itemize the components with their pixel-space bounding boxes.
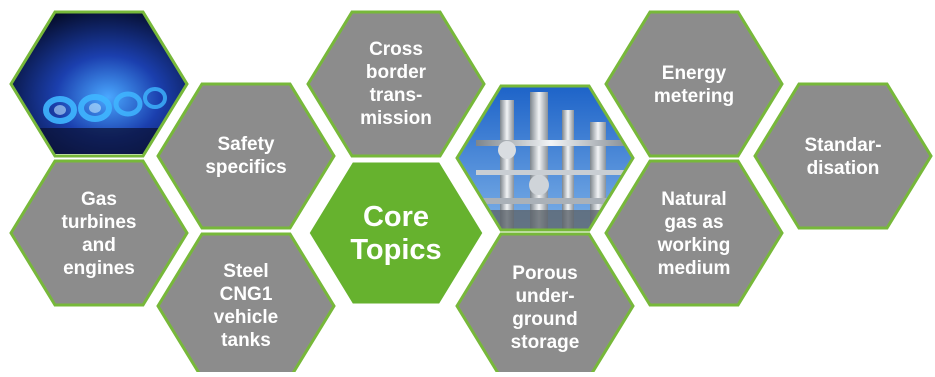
topic-hexagon-steel [156, 232, 336, 377]
topic-hexagon-turbines [9, 159, 189, 307]
refinery-plant-image [455, 84, 635, 232]
topic-hexagon-energy [604, 10, 784, 158]
topic-hexagon-porous [455, 232, 635, 377]
topic-hexagon-safety [156, 82, 336, 230]
core-topics-hexagon [306, 159, 486, 307]
topic-hexagon-cross [306, 10, 486, 158]
topic-hexagon-standard [753, 82, 933, 230]
gas-flame-image [9, 10, 189, 158]
topic-hexagon-natural [604, 159, 784, 307]
